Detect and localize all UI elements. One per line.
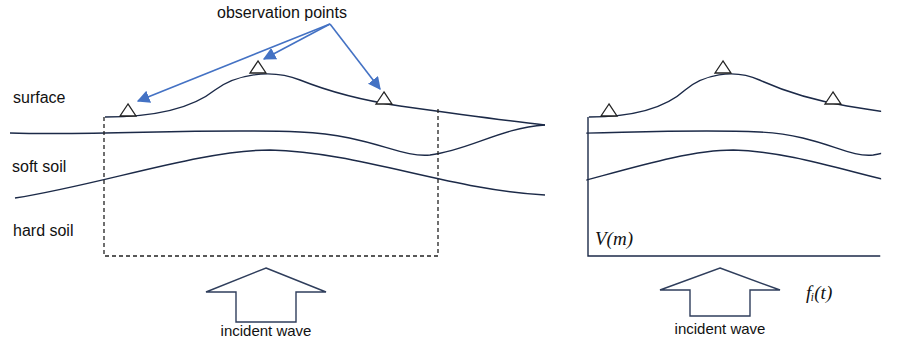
domain-symbol: V(m) (595, 228, 633, 250)
leader-arrow (264, 24, 330, 59)
ground-surface (105, 74, 545, 125)
observation-triangle (120, 104, 136, 116)
layer-boundary (586, 150, 881, 198)
observation-triangle (250, 61, 266, 73)
layer-boundary (586, 125, 881, 155)
layer-label: soft soil (12, 157, 66, 176)
leader-arrow (330, 24, 380, 89)
observation-points (120, 61, 392, 116)
incident-wave-arrow (660, 268, 780, 316)
incident-wave-arrow (206, 268, 326, 322)
layer-label: surface (13, 88, 65, 107)
arrow-label: incident wave (221, 322, 312, 340)
layer-label: hard soil (13, 221, 73, 240)
arrow-label: incident wave (675, 320, 766, 338)
ground-surface (589, 74, 881, 125)
layer-boundary (15, 150, 545, 198)
observation-triangle (825, 92, 841, 104)
observation-triangle (601, 104, 617, 116)
observation-points (601, 61, 841, 116)
analysis-domain (104, 106, 438, 256)
input-symbol: fᵢ(t) (806, 282, 832, 304)
leader-arrow (138, 24, 330, 101)
callout-label: observation points (217, 3, 347, 22)
observation-triangle (376, 92, 392, 104)
observation-triangle (715, 61, 731, 73)
left-model (10, 74, 545, 256)
model-boundary (588, 117, 880, 256)
leader-lines (138, 24, 380, 101)
right-model (586, 74, 881, 256)
